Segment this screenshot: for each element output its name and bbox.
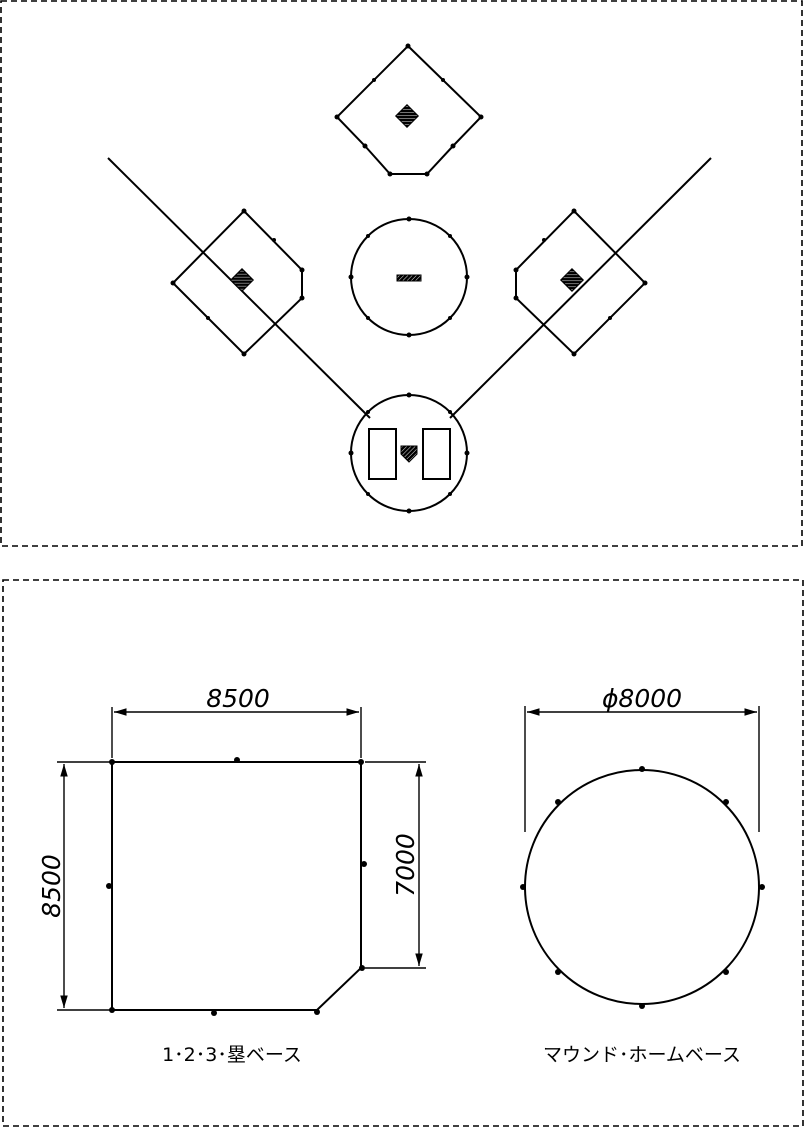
base-caption: 1･2･3･塁ベース <box>162 1044 302 1066</box>
third-base <box>170 208 305 357</box>
circle-detail-drawing: ϕ8000 マウンド･ホームベース <box>520 684 765 1066</box>
bottom-panel-border <box>2 579 804 1127</box>
circle-diameter-dimension: ϕ8000 <box>602 684 682 713</box>
circle-caption: マウンド･ホームベース <box>543 1044 741 1066</box>
base-width-dimension: 8500 <box>206 684 270 713</box>
base-detail-drawing: 8500 8500 7000 1･2･3･塁ベース <box>37 684 426 1066</box>
base-height-dimension: 8500 <box>37 854 66 918</box>
batters-box-right <box>422 428 451 480</box>
home-plate <box>400 445 418 463</box>
home-plate-area <box>348 392 470 514</box>
base-side-dimension: 7000 <box>391 833 420 897</box>
pitchers-mound <box>348 216 470 338</box>
batters-box-left <box>368 428 397 480</box>
first-base <box>513 208 648 357</box>
second-base <box>334 43 484 177</box>
foul-lines <box>107 157 712 419</box>
top-panel-border <box>0 0 803 547</box>
